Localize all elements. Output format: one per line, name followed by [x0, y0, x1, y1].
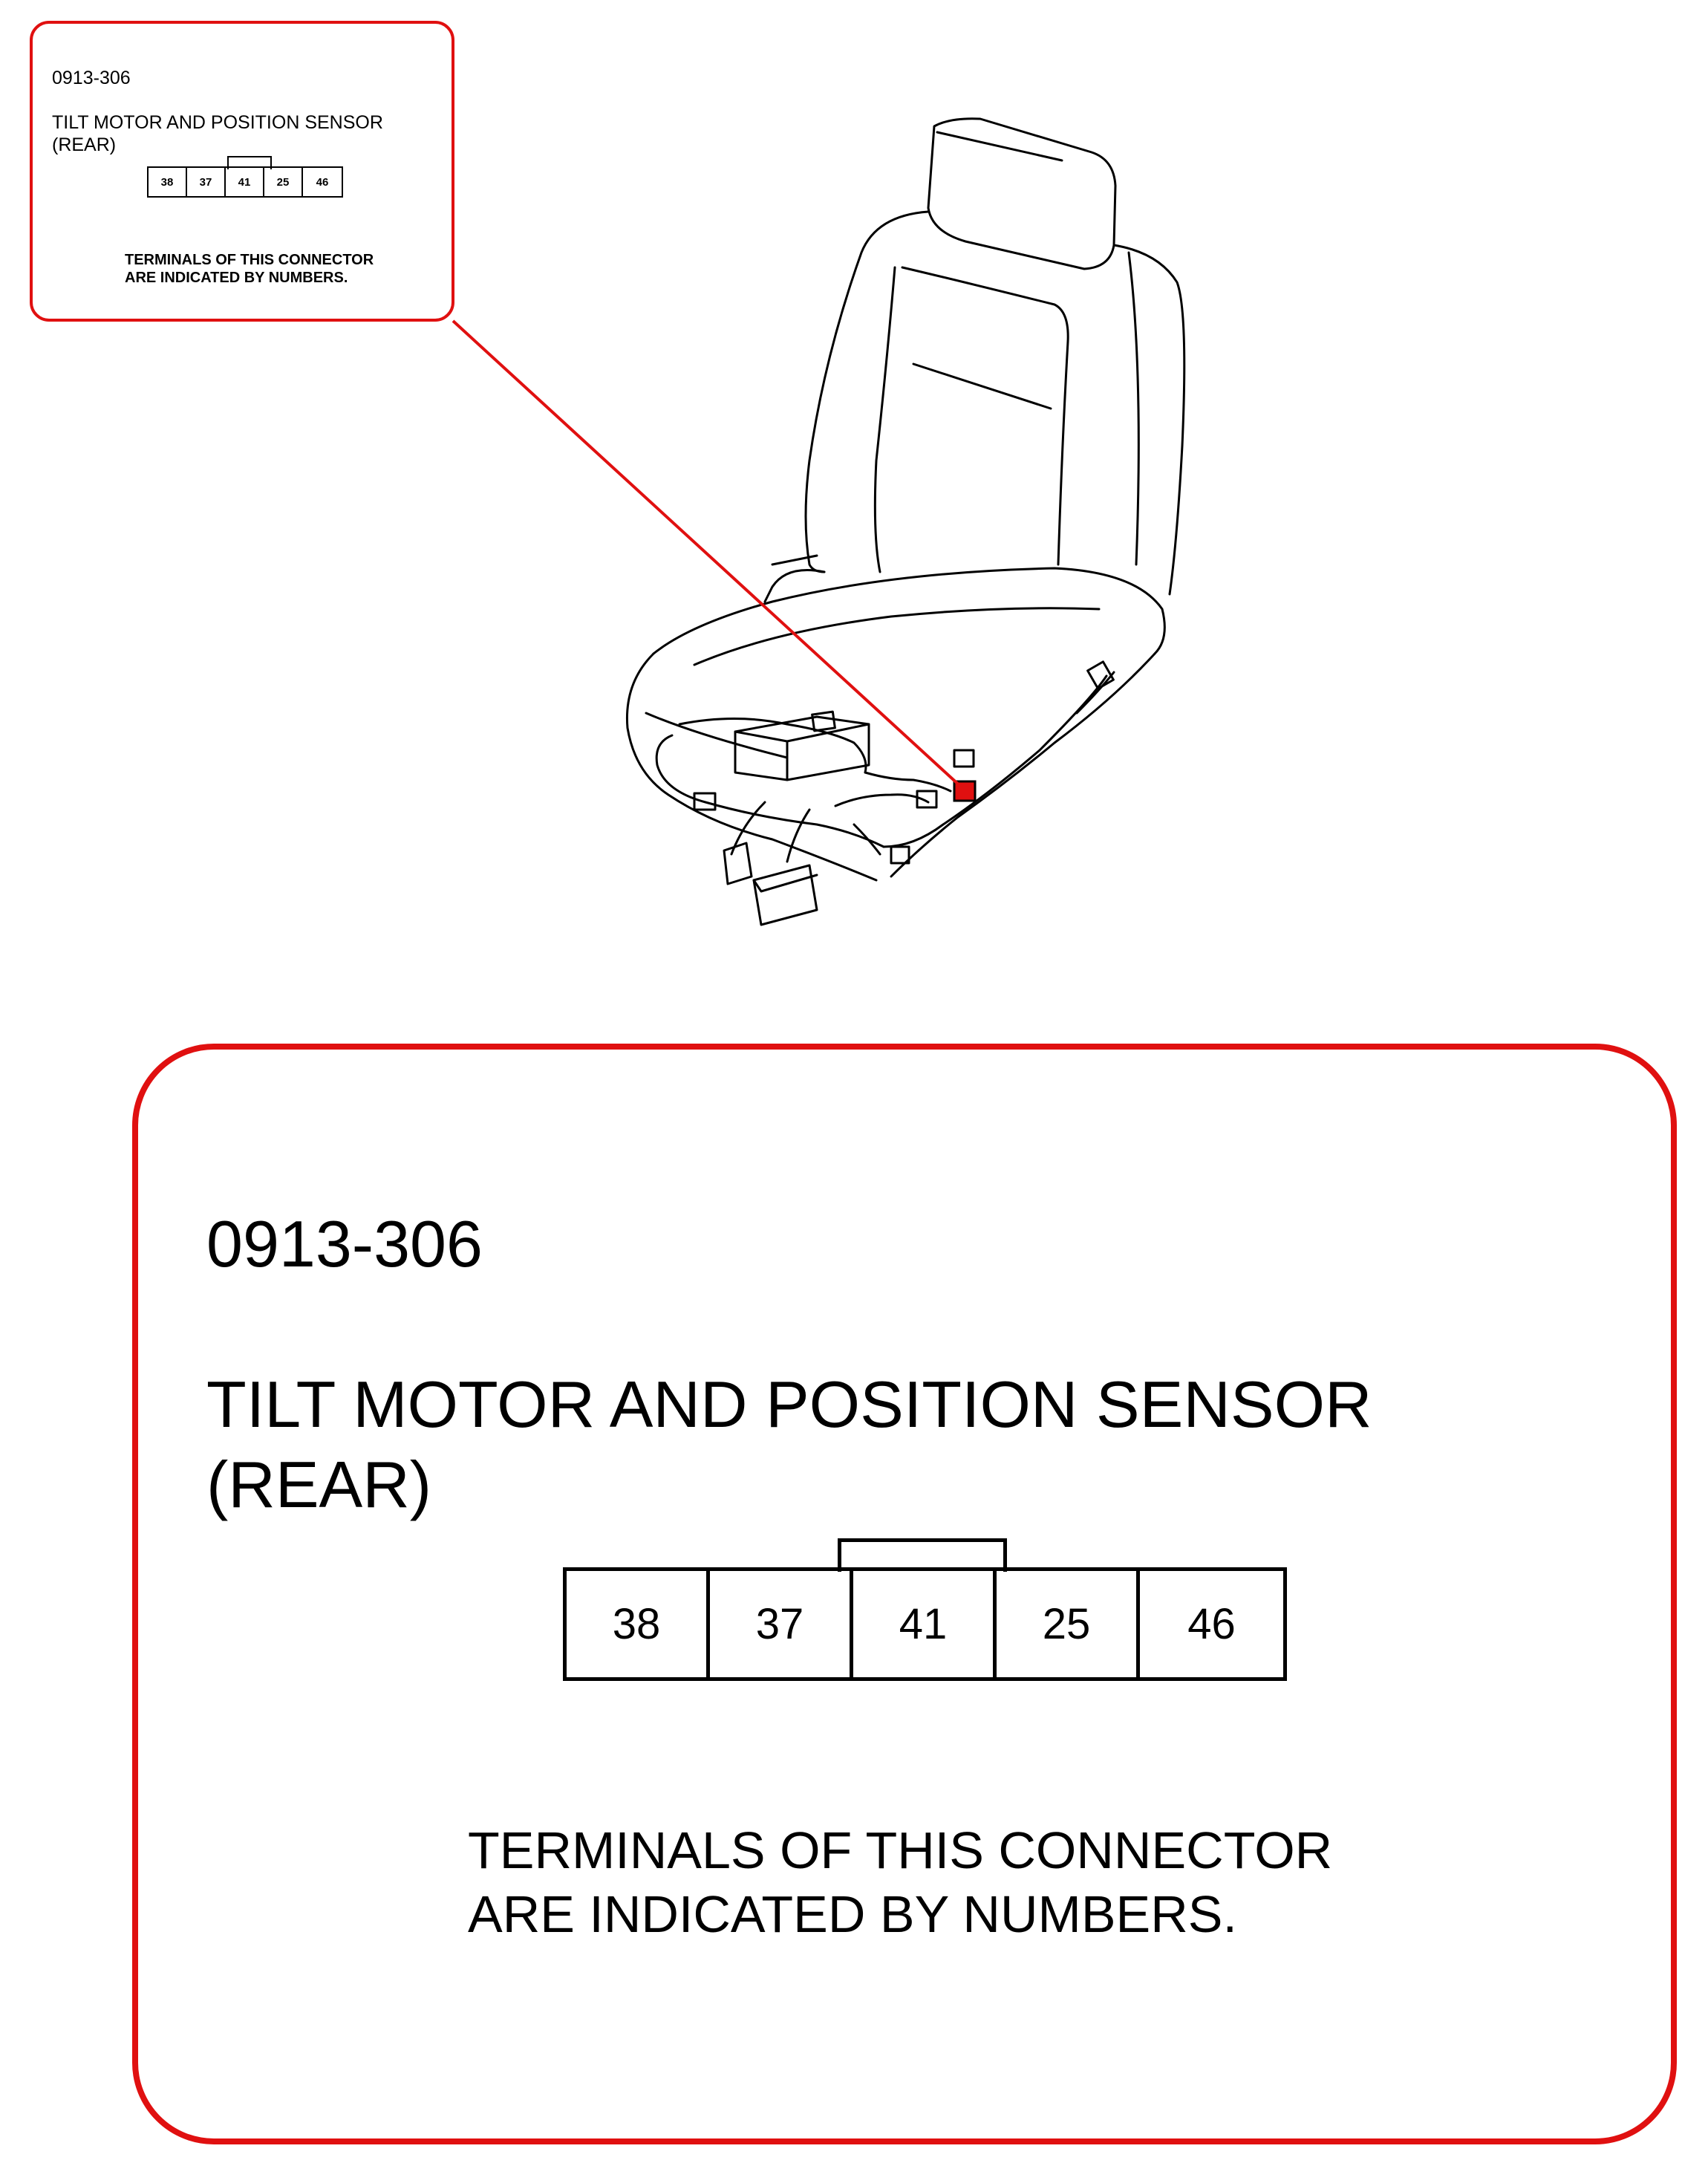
- big-terminal: 46: [1187, 1600, 1236, 1648]
- small-callout-title: 0913-306 TILT MOTOR AND POSITION SENSOR …: [52, 45, 383, 178]
- big-callout-title: 0913-306 TILT MOTOR AND POSITION SENSOR …: [206, 1124, 1372, 1605]
- small-connector-icon: 38 37 41 25 46: [147, 166, 343, 198]
- big-terminal: 41: [853, 1571, 997, 1677]
- small-terminal-note: TERMINALS OF THIS CONNECTOR ARE INDICATE…: [125, 252, 374, 286]
- big-connector-icon: 38 37 41 25 46: [563, 1567, 1287, 1681]
- small-callout: 0913-306 TILT MOTOR AND POSITION SENSOR …: [30, 21, 454, 322]
- big-connector-id: 0913-306: [206, 1207, 483, 1281]
- small-terminal: 37: [187, 168, 226, 196]
- big-terminal: 37: [710, 1571, 853, 1677]
- small-terminal: 41: [226, 168, 264, 196]
- big-terminal: 25: [997, 1571, 1140, 1677]
- small-connector-latch: [227, 156, 272, 169]
- small-connector-id: 0913-306: [52, 68, 131, 88]
- big-connector-latch: [838, 1538, 1007, 1572]
- leader-line: [452, 319, 963, 789]
- small-terminal: 38: [149, 168, 187, 196]
- small-terminal: 46: [316, 175, 329, 189]
- big-callout: 0913-306 TILT MOTOR AND POSITION SENSOR …: [132, 1044, 1677, 2144]
- big-terminal: 38: [567, 1571, 710, 1677]
- big-connector-name: TILT MOTOR AND POSITION SENSOR (REAR): [206, 1367, 1372, 1521]
- big-terminal-note: TERMINALS OF THIS CONNECTOR ARE INDICATE…: [468, 1821, 1333, 1943]
- small-connector-name: TILT MOTOR AND POSITION SENSOR (REAR): [52, 112, 383, 155]
- small-terminal: 25: [264, 168, 303, 196]
